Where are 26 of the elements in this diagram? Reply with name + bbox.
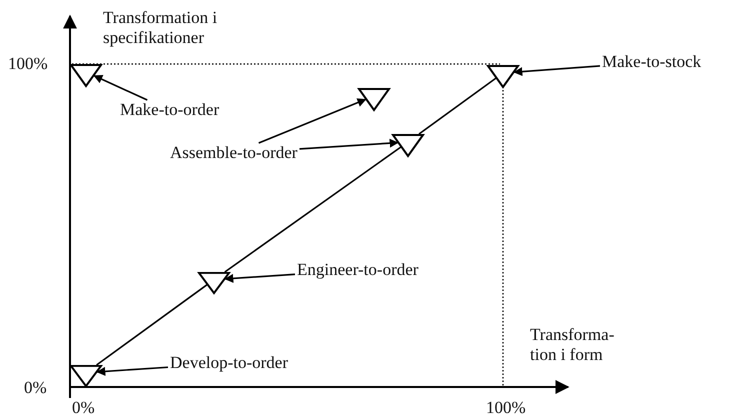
diagonal-line xyxy=(224,146,402,273)
tick-label: 100% xyxy=(8,54,48,74)
tick-label: 0% xyxy=(24,378,47,398)
strategy-label: Engineer-to-order xyxy=(297,260,418,280)
strategy-label: Develop-to-order xyxy=(170,353,288,374)
strategy-label: Make-to-order xyxy=(120,100,220,120)
leader-arrow xyxy=(513,65,600,76)
tick-label: 100% xyxy=(486,398,526,418)
triangle-marker xyxy=(198,272,230,295)
tick-label: 0% xyxy=(72,398,95,418)
triangle-marker xyxy=(487,65,519,89)
triangle-marker xyxy=(392,134,424,158)
strategy-label: Assemble-to-order xyxy=(170,143,298,164)
strategy-label: Make-to-stock xyxy=(602,52,702,72)
diagonal-line xyxy=(418,78,496,135)
triangle-marker xyxy=(358,88,390,112)
triangle-marker xyxy=(70,365,102,388)
leader-arrow xyxy=(96,366,168,376)
leader-arrow xyxy=(258,98,366,144)
leader-arrow xyxy=(299,138,399,150)
axis-title: Transformation i specifikationer xyxy=(103,8,218,49)
axis-title: Transforma- tion i form xyxy=(530,325,616,366)
leader-arrow xyxy=(93,75,148,101)
diagonal-line xyxy=(96,284,208,366)
triangle-marker xyxy=(70,64,102,88)
leader-arrow xyxy=(224,274,296,283)
